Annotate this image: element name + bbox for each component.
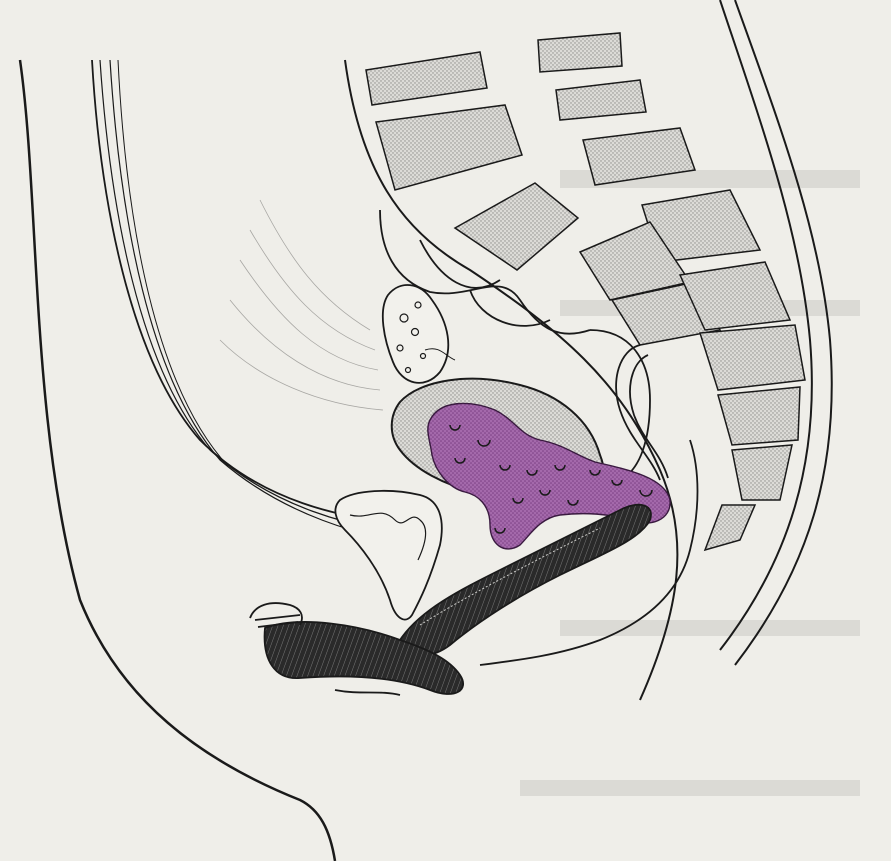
vertebrae xyxy=(365,32,806,552)
vagina xyxy=(263,621,464,695)
spine-outline xyxy=(344,0,833,701)
rectum xyxy=(398,503,652,656)
abdominal-wall xyxy=(18,59,441,861)
intestine-loops xyxy=(379,209,651,481)
perineum xyxy=(249,602,401,696)
ovary xyxy=(381,284,456,384)
bladder xyxy=(334,489,443,621)
rectal-wall xyxy=(479,344,699,666)
muscle-striations xyxy=(219,199,384,411)
